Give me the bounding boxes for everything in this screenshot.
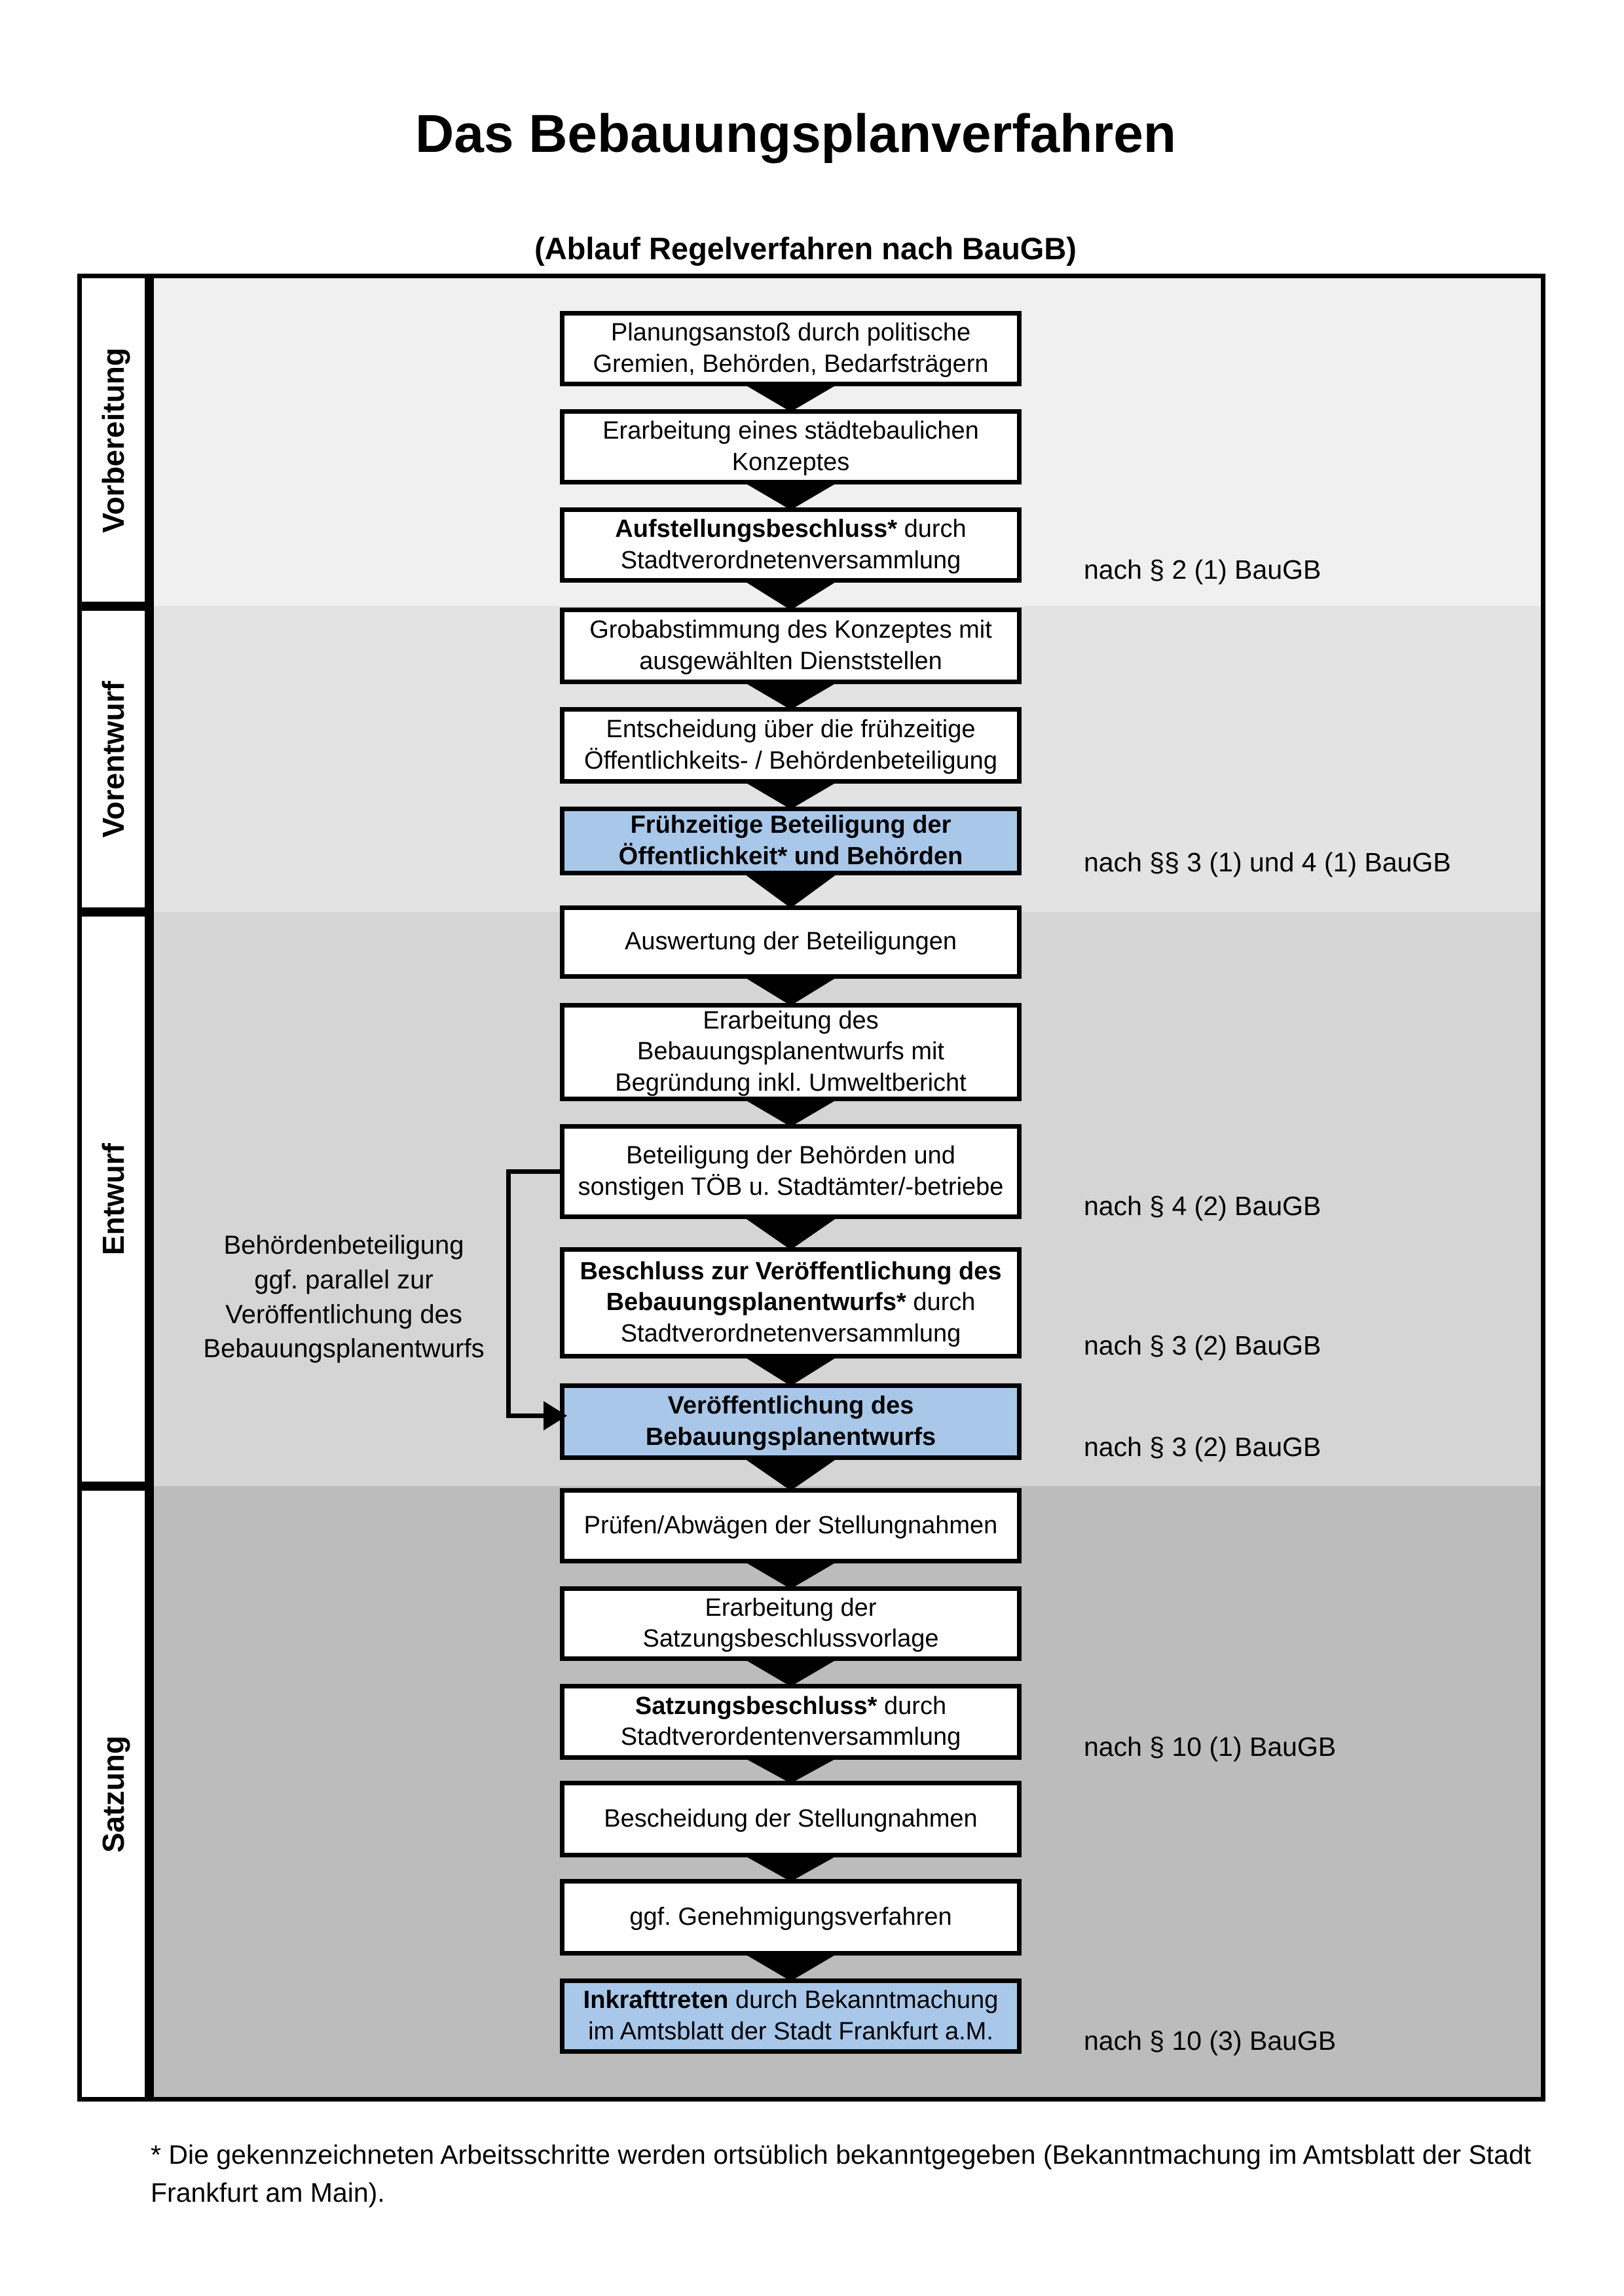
phase-label-cell-vorbereitung: Vorbereitung — [77, 274, 149, 606]
page-subtitle: (Ablauf Regelverfahren nach BauGB) — [534, 231, 1077, 266]
step-box-line: Stadtverordnetenversammlung — [620, 546, 961, 574]
step-box: Beteiligung der Behörden und sonstigen TÖ… — [560, 1124, 1022, 1219]
phase-label-cell-entwurf: Entwurf — [77, 912, 149, 1486]
step-box-line: Beteiligung der Behörden und — [626, 1142, 955, 1170]
step-box-line: ausgewählten Dienststellen — [639, 647, 942, 675]
step-box-line: Stadtverordnetenversammlung — [620, 1319, 961, 1347]
connector-line-top — [506, 1169, 563, 1174]
step-box: Grobabstimmung des Konzeptes mit ausgewäh… — [560, 608, 1022, 684]
flowchart-diagram: Vorbereitung Vorentwurf Entwurf Satzung … — [77, 274, 1545, 2102]
step-box-line: Bescheidung der Stellungnahmen — [604, 1804, 978, 1832]
step-box-line: Veröffentlichung des — [667, 1392, 914, 1420]
step-box-line: Öffentlichkeit* und Behörden — [618, 842, 963, 870]
legal-annotation: nach §§ 3 (1) und 4 (1) BauGB — [1084, 847, 1451, 877]
phase-label-cell-vorentwurf: Vorentwurf — [77, 606, 149, 912]
step-box-line: sonstigen TÖB u. Stadtämter/-betriebe — [578, 1173, 1004, 1201]
step-box-line: Erarbeitung des — [703, 1007, 879, 1035]
step-box-line: Erarbeitung der — [705, 1594, 877, 1622]
phase-label-vorbereitung: Vorbereitung — [96, 347, 130, 533]
step-box-line: Frühzeitige Beteiligung der — [630, 811, 951, 839]
step-box-line: Öffentlichkeits- / Behördenbeteiligung — [584, 746, 997, 774]
connector-line-vertical — [506, 1169, 511, 1418]
phase-label-vorentwurf: Vorentwurf — [96, 680, 130, 838]
step-box-line: Grobabstimmung des Konzeptes mit — [589, 616, 992, 644]
step-box-line: im Amtsblatt der Stadt Frankfurt a.M. — [588, 2017, 993, 2045]
step-box-line: Bebauungsplanentwurfs* durch — [606, 1288, 976, 1317]
step-box-highlighted: Inkrafttreten durch Bekanntmachung im Amt… — [560, 1978, 1022, 2054]
step-box-line: Beschluss zur Veröffentlichung des — [580, 1258, 1002, 1286]
step-box-line: Erarbeitung eines städtebaulichen — [602, 417, 979, 445]
connector-line-bottom — [506, 1413, 547, 1418]
step-box-line: Begründung inkl. Umweltbericht — [615, 1068, 967, 1097]
step-box-line: Bebauungsplanentwurfs — [645, 1423, 936, 1451]
footnote: * Die gekennzeichneten Arbeitsschritte w… — [151, 2140, 1532, 2208]
legal-annotation: nach § 10 (1) BauGB — [1084, 1732, 1337, 1762]
step-box-line: Planungsanstoß durch politische — [610, 319, 971, 347]
step-box-line: ggf. Genehmigungsverfahren — [629, 1903, 952, 1931]
step-box-line: Stadtverordentenversammlung — [620, 1723, 961, 1751]
step-box: ggf. Genehmigungsverfahren — [560, 1879, 1022, 1956]
page-title: Das Bebauungsplanverfahren — [415, 104, 1176, 164]
step-box-line: Aufstellungsbeschluss* durch — [615, 515, 967, 543]
phase-label-cell-satzung: Satzung — [77, 1486, 149, 2102]
phase-label-entwurf: Entwurf — [96, 1142, 130, 1256]
legal-annotation: nach § 4 (2) BauGB — [1084, 1191, 1321, 1221]
legal-annotation: nach § 3 (2) BauGB — [1084, 1432, 1321, 1462]
step-box-line: Gremien, Behörden, Bedarfsträgern — [593, 350, 989, 378]
phase-label-satzung: Satzung — [96, 1735, 130, 1853]
step-box: Bescheidung der Stellungnahmen — [560, 1781, 1022, 1857]
step-box: Auswertung der Beteiligungen — [560, 905, 1022, 979]
legal-annotation: nach § 2 (1) BauGB — [1084, 555, 1321, 585]
step-box-line: Prüfen/Abwägen der Stellungnahmen — [583, 1511, 998, 1539]
side-note: Behördenbeteiligung ggf. parallel zur Ve… — [203, 1231, 485, 1364]
step-box-line: Inkrafttreten durch Bekanntmachung — [583, 1986, 999, 2014]
step-box-line: Konzeptes — [731, 448, 850, 476]
step-box-line: Entscheidung über die frühzeitige — [606, 716, 976, 744]
legal-annotation: nach § 3 (2) BauGB — [1084, 1330, 1321, 1360]
legal-annotation: nach § 10 (3) BauGB — [1084, 2026, 1337, 2056]
step-box-line: Auswertung der Beteiligungen — [624, 928, 957, 956]
step-box-line: Bebauungsplanentwurfs mit — [637, 1038, 944, 1066]
step-box-line: Satzungsbeschlussvorlage — [642, 1625, 939, 1652]
step-box: Prüfen/Abwägen der Stellungnahmen — [560, 1488, 1022, 1563]
step-box-line: Satzungsbeschluss* durch — [635, 1692, 947, 1720]
